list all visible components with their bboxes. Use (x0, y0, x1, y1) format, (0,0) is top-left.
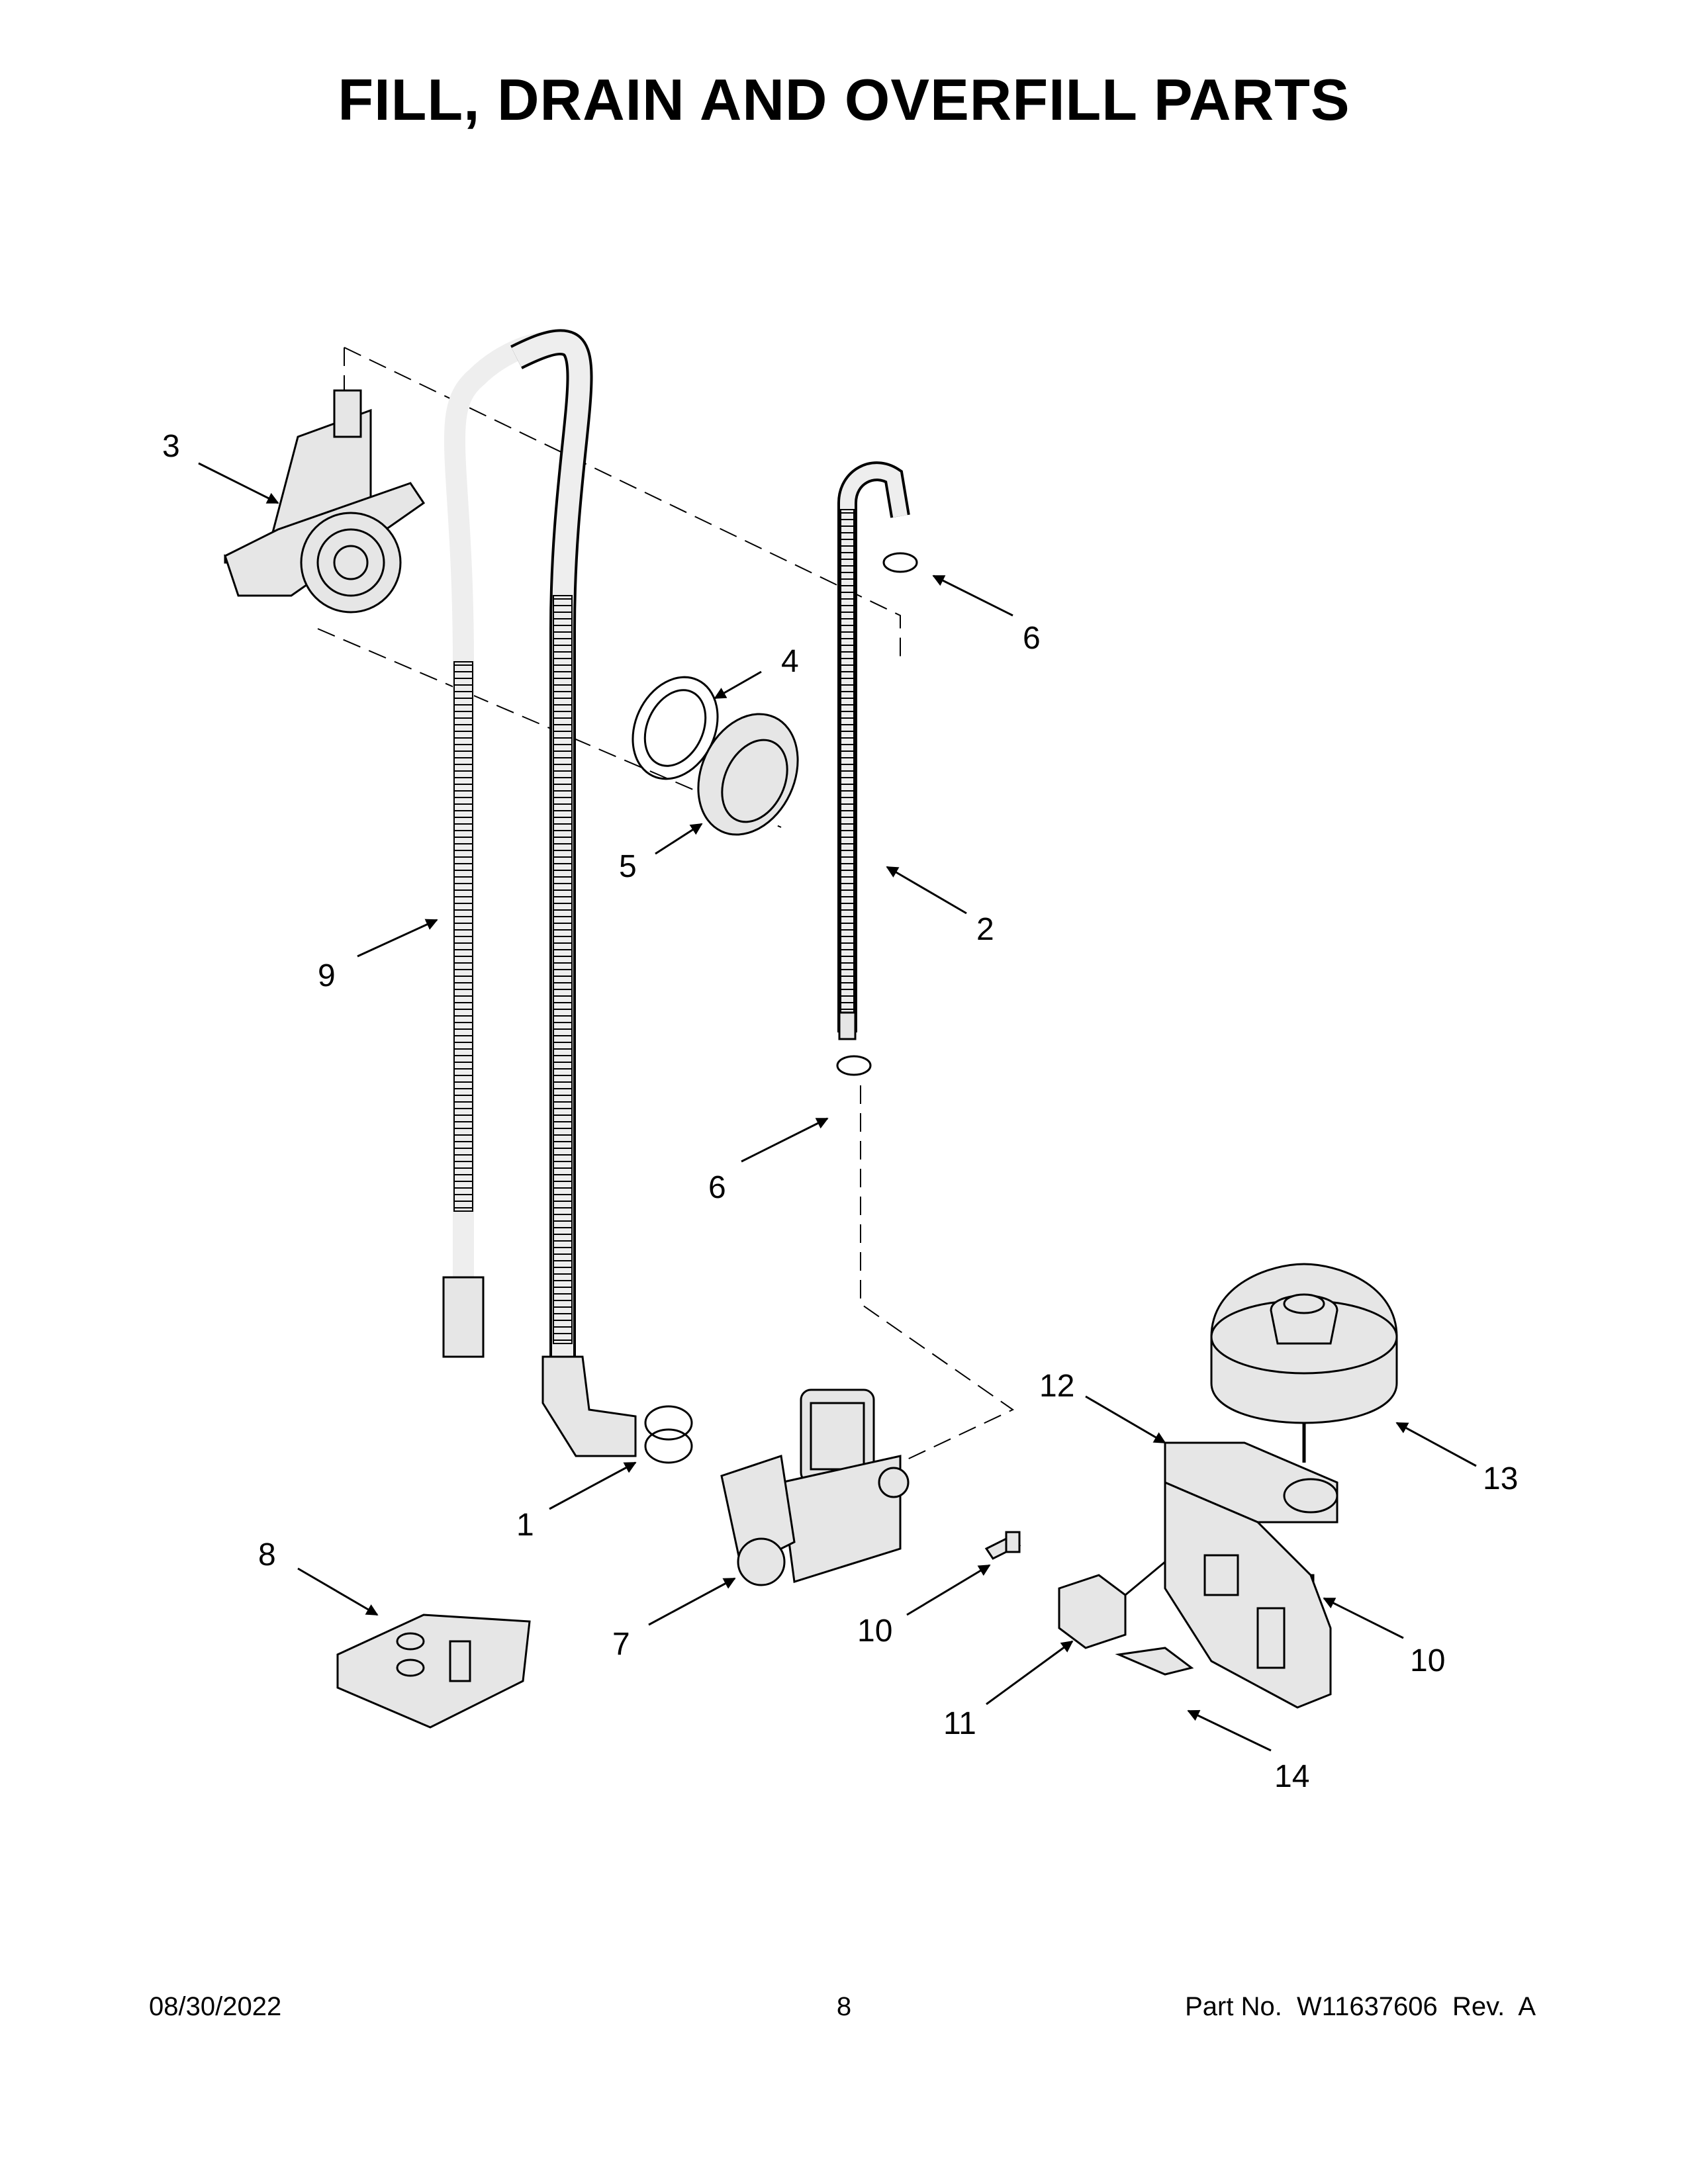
drain-hose (510, 329, 637, 1457)
arrow-7 (648, 1577, 736, 1626)
callout-10-right: 10 (1410, 1643, 1445, 1678)
page-title: FILL, DRAIN AND OVERFILL PARTS (338, 67, 1350, 132)
callout-4: 4 (781, 644, 799, 679)
hardware-kit-part-8 (336, 1614, 531, 1729)
callout-6-top: 6 (1023, 621, 1041, 656)
float-part-13 (1210, 1263, 1398, 1463)
arrow-5 (655, 823, 703, 855)
arrow-9 (357, 919, 438, 958)
arrow-13 (1395, 1422, 1477, 1467)
leader-arrows (198, 462, 1477, 1752)
arrow-1 (549, 1461, 637, 1510)
callout-3: 3 (162, 429, 180, 464)
arrow-6-bottom (741, 1117, 829, 1163)
callout-7: 7 (612, 1627, 630, 1662)
callout-14: 14 (1274, 1759, 1309, 1794)
arrow-10-center (906, 1564, 991, 1616)
callout-10-center: 10 (857, 1614, 892, 1649)
hose-clamp-part-6-top (882, 552, 918, 573)
arrow-10-right (1323, 1597, 1404, 1639)
arrow-3 (198, 462, 279, 504)
arrow-14 (1187, 1709, 1272, 1752)
footer-part-number: Part No. W11637606 Rev. A (1185, 1992, 1536, 2021)
arrow-11 (986, 1640, 1074, 1706)
screw-part-10-center (984, 1531, 1021, 1560)
actuator-part-14 (1115, 1647, 1194, 1676)
vent-bracket-part-3 (224, 389, 426, 614)
callout-8: 8 (258, 1537, 276, 1572)
hose-clamp-part-6-bottom (836, 1055, 872, 1076)
footer-date: 08/30/2022 (149, 1992, 282, 2021)
callout-12: 12 (1039, 1369, 1074, 1404)
float-bracket-part-12 (1164, 1441, 1338, 1709)
callout-5: 5 (619, 849, 637, 884)
micro-switch-part-11 (1058, 1561, 1166, 1649)
callout-6-bottom: 6 (708, 1170, 726, 1205)
callout-11: 11 (943, 1706, 976, 1741)
footer-page-number: 8 (836, 1992, 852, 2021)
callout-1: 1 (516, 1508, 534, 1543)
arrow-2 (886, 866, 967, 915)
hose-clamp-part-1 (644, 1405, 693, 1464)
callout-9: 9 (318, 958, 336, 993)
inlet-valve-part-7 (720, 1388, 910, 1586)
arrow-6-top (932, 574, 1013, 617)
arrow-8 (297, 1567, 379, 1616)
arrow-12 (1085, 1395, 1166, 1444)
nut-part-5 (697, 713, 799, 836)
arrow-4 (714, 670, 762, 700)
callout-2: 2 (976, 912, 994, 947)
callout-labels: 3 6 4 5 2 9 6 12 13 1 8 7 10 10 11 14 (162, 429, 1518, 1794)
callout-13: 13 (1483, 1461, 1518, 1496)
inlet-hose-part-9 (442, 332, 561, 1358)
fill-hose-part-2 (837, 461, 910, 1040)
